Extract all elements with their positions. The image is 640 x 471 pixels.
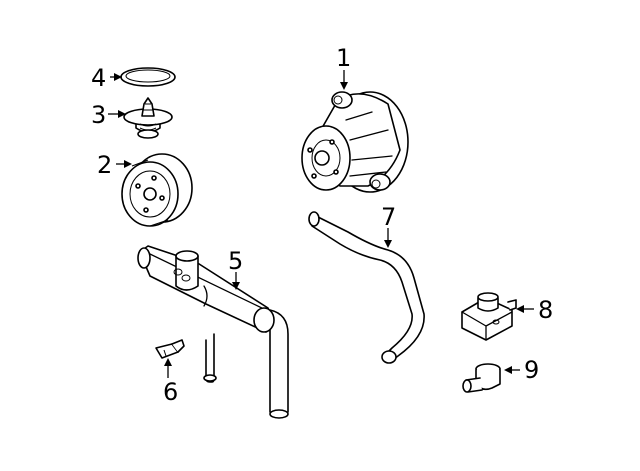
part-4-gasket [120,67,176,87]
leader-3 [108,110,126,118]
callout-5: 5 [228,247,244,275]
leader-4 [110,73,122,81]
callout-9: 9 [524,356,540,384]
callout-4: 4 [91,64,107,92]
part-6-sensor [155,339,185,359]
leader-2 [116,160,132,168]
leader-6 [164,358,172,378]
callout-8: 8 [538,296,554,324]
callout-3: 3 [91,101,107,129]
callout-1: 1 [336,44,352,72]
leader-5 [232,272,240,290]
callout-7: 7 [381,203,397,231]
part-7-hose [308,211,425,364]
leader-8 [516,305,534,313]
callout-2: 2 [97,151,113,179]
leader-9 [504,366,520,374]
callout-6: 6 [163,378,179,406]
part-8-valve [461,292,517,341]
part-1-water-pump [301,91,409,193]
part-2-pulley [121,153,193,227]
leader-1 [340,70,348,90]
part-3-thermostat [123,97,173,139]
part-9-elbow-fitting [462,363,501,393]
leader-7 [384,228,392,248]
part-5-coolant-pipe [137,245,289,419]
